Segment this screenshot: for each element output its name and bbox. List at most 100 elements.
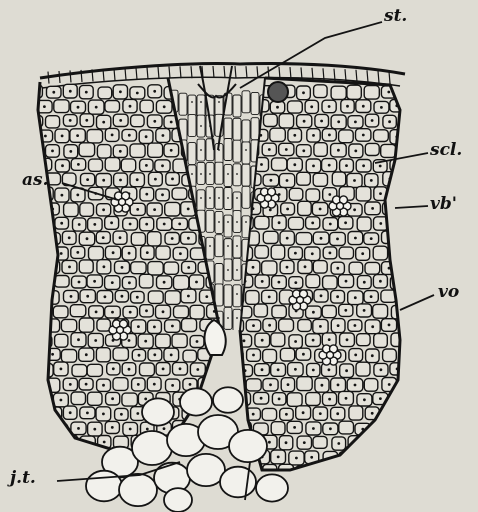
cell-nucleus [312, 165, 315, 168]
cell [297, 377, 312, 391]
cell [183, 350, 197, 362]
cell-nucleus [370, 179, 373, 182]
cell [288, 217, 303, 229]
cell-nucleus [187, 295, 190, 298]
cell [79, 143, 95, 157]
cell-nucleus [42, 427, 45, 430]
cell [364, 86, 379, 100]
cell-nucleus [144, 340, 147, 343]
cell [54, 276, 69, 288]
cell [37, 393, 51, 405]
cell-nucleus [42, 398, 45, 401]
cell [332, 172, 345, 186]
cell-dot [236, 317, 238, 319]
cell-nucleus [111, 397, 114, 400]
cell-nucleus [310, 105, 313, 108]
cell-nucleus [154, 178, 157, 181]
epidermis-cell-wall [136, 68, 137, 80]
cell-nucleus [137, 383, 140, 386]
cell-nucleus [69, 441, 72, 444]
cell-nucleus [363, 281, 366, 284]
cell-nucleus [268, 296, 271, 299]
cell-nucleus [328, 105, 331, 108]
cell-nucleus [320, 237, 323, 240]
cell-nucleus [145, 135, 148, 138]
basal-cell [164, 488, 192, 512]
cell-nucleus [387, 91, 390, 94]
cell-nucleus [95, 311, 98, 314]
cell [105, 158, 120, 171]
cell-nucleus [395, 222, 398, 225]
cell [36, 275, 51, 289]
cell-nucleus [35, 148, 38, 151]
cell-nucleus [337, 384, 340, 387]
cell-nucleus [128, 339, 131, 342]
cell-nucleus [396, 252, 399, 255]
cell-nucleus [35, 441, 38, 444]
cell-nucleus [76, 194, 79, 197]
cell-nucleus [329, 427, 332, 430]
cell [349, 262, 363, 274]
cell-nucleus [111, 281, 114, 284]
cell-nucleus [171, 325, 174, 328]
cell-nucleus [320, 120, 323, 123]
basal-cell [229, 430, 267, 462]
cell-nucleus [163, 105, 166, 108]
cell-nucleus [51, 150, 54, 153]
cell-nucleus [128, 368, 131, 371]
cell-nucleus [379, 397, 382, 400]
cell [79, 318, 94, 332]
cell-nucleus [78, 223, 81, 226]
cell-nucleus [76, 134, 79, 137]
cell-nucleus [319, 325, 322, 328]
elongated-cell [242, 142, 250, 164]
cell [339, 421, 354, 434]
cell [400, 436, 413, 449]
cell-nucleus [370, 237, 373, 240]
cell-nucleus [86, 295, 89, 298]
cell-nucleus [261, 339, 264, 342]
elongated-cell [224, 165, 232, 187]
cell-nucleus [78, 457, 81, 460]
cell-dot [245, 149, 247, 151]
cell-nucleus [178, 223, 181, 226]
cell-nucleus [304, 265, 307, 268]
cell [366, 436, 380, 449]
cell-nucleus [278, 398, 281, 401]
cell-nucleus [235, 90, 238, 93]
cell [72, 451, 86, 465]
cell-nucleus [222, 383, 225, 386]
elongated-cell [206, 210, 214, 232]
cell-nucleus [102, 236, 105, 239]
cell-nucleus [136, 208, 139, 211]
cell [374, 334, 388, 348]
cell-nucleus [303, 120, 306, 123]
elongated-cell [188, 143, 196, 165]
large-basal-cells [86, 387, 288, 512]
elongated-cell [224, 285, 232, 307]
cell-nucleus [110, 221, 113, 224]
cell-nucleus [345, 164, 348, 167]
cell [29, 203, 45, 215]
cell [331, 86, 346, 99]
cell-nucleus [371, 207, 374, 210]
cell-nucleus [153, 326, 156, 329]
cell-nucleus [319, 208, 322, 211]
cell-nucleus [34, 90, 37, 93]
epidermis-cell-wall [147, 67, 148, 79]
cell [53, 306, 68, 318]
cell-nucleus [321, 384, 324, 387]
cell-nucleus [328, 193, 331, 196]
cell-nucleus [52, 91, 55, 94]
cell [398, 203, 413, 215]
cell-nucleus [388, 120, 391, 123]
label-jt: j.t. [10, 470, 36, 487]
cell-nucleus [231, 340, 234, 343]
cell [29, 407, 43, 419]
label-vb-prime: vb' [430, 196, 457, 213]
cell [373, 304, 388, 318]
cell [87, 364, 102, 376]
cell-nucleus [129, 311, 132, 314]
cell-dot [236, 173, 238, 175]
cell-nucleus [406, 237, 409, 240]
